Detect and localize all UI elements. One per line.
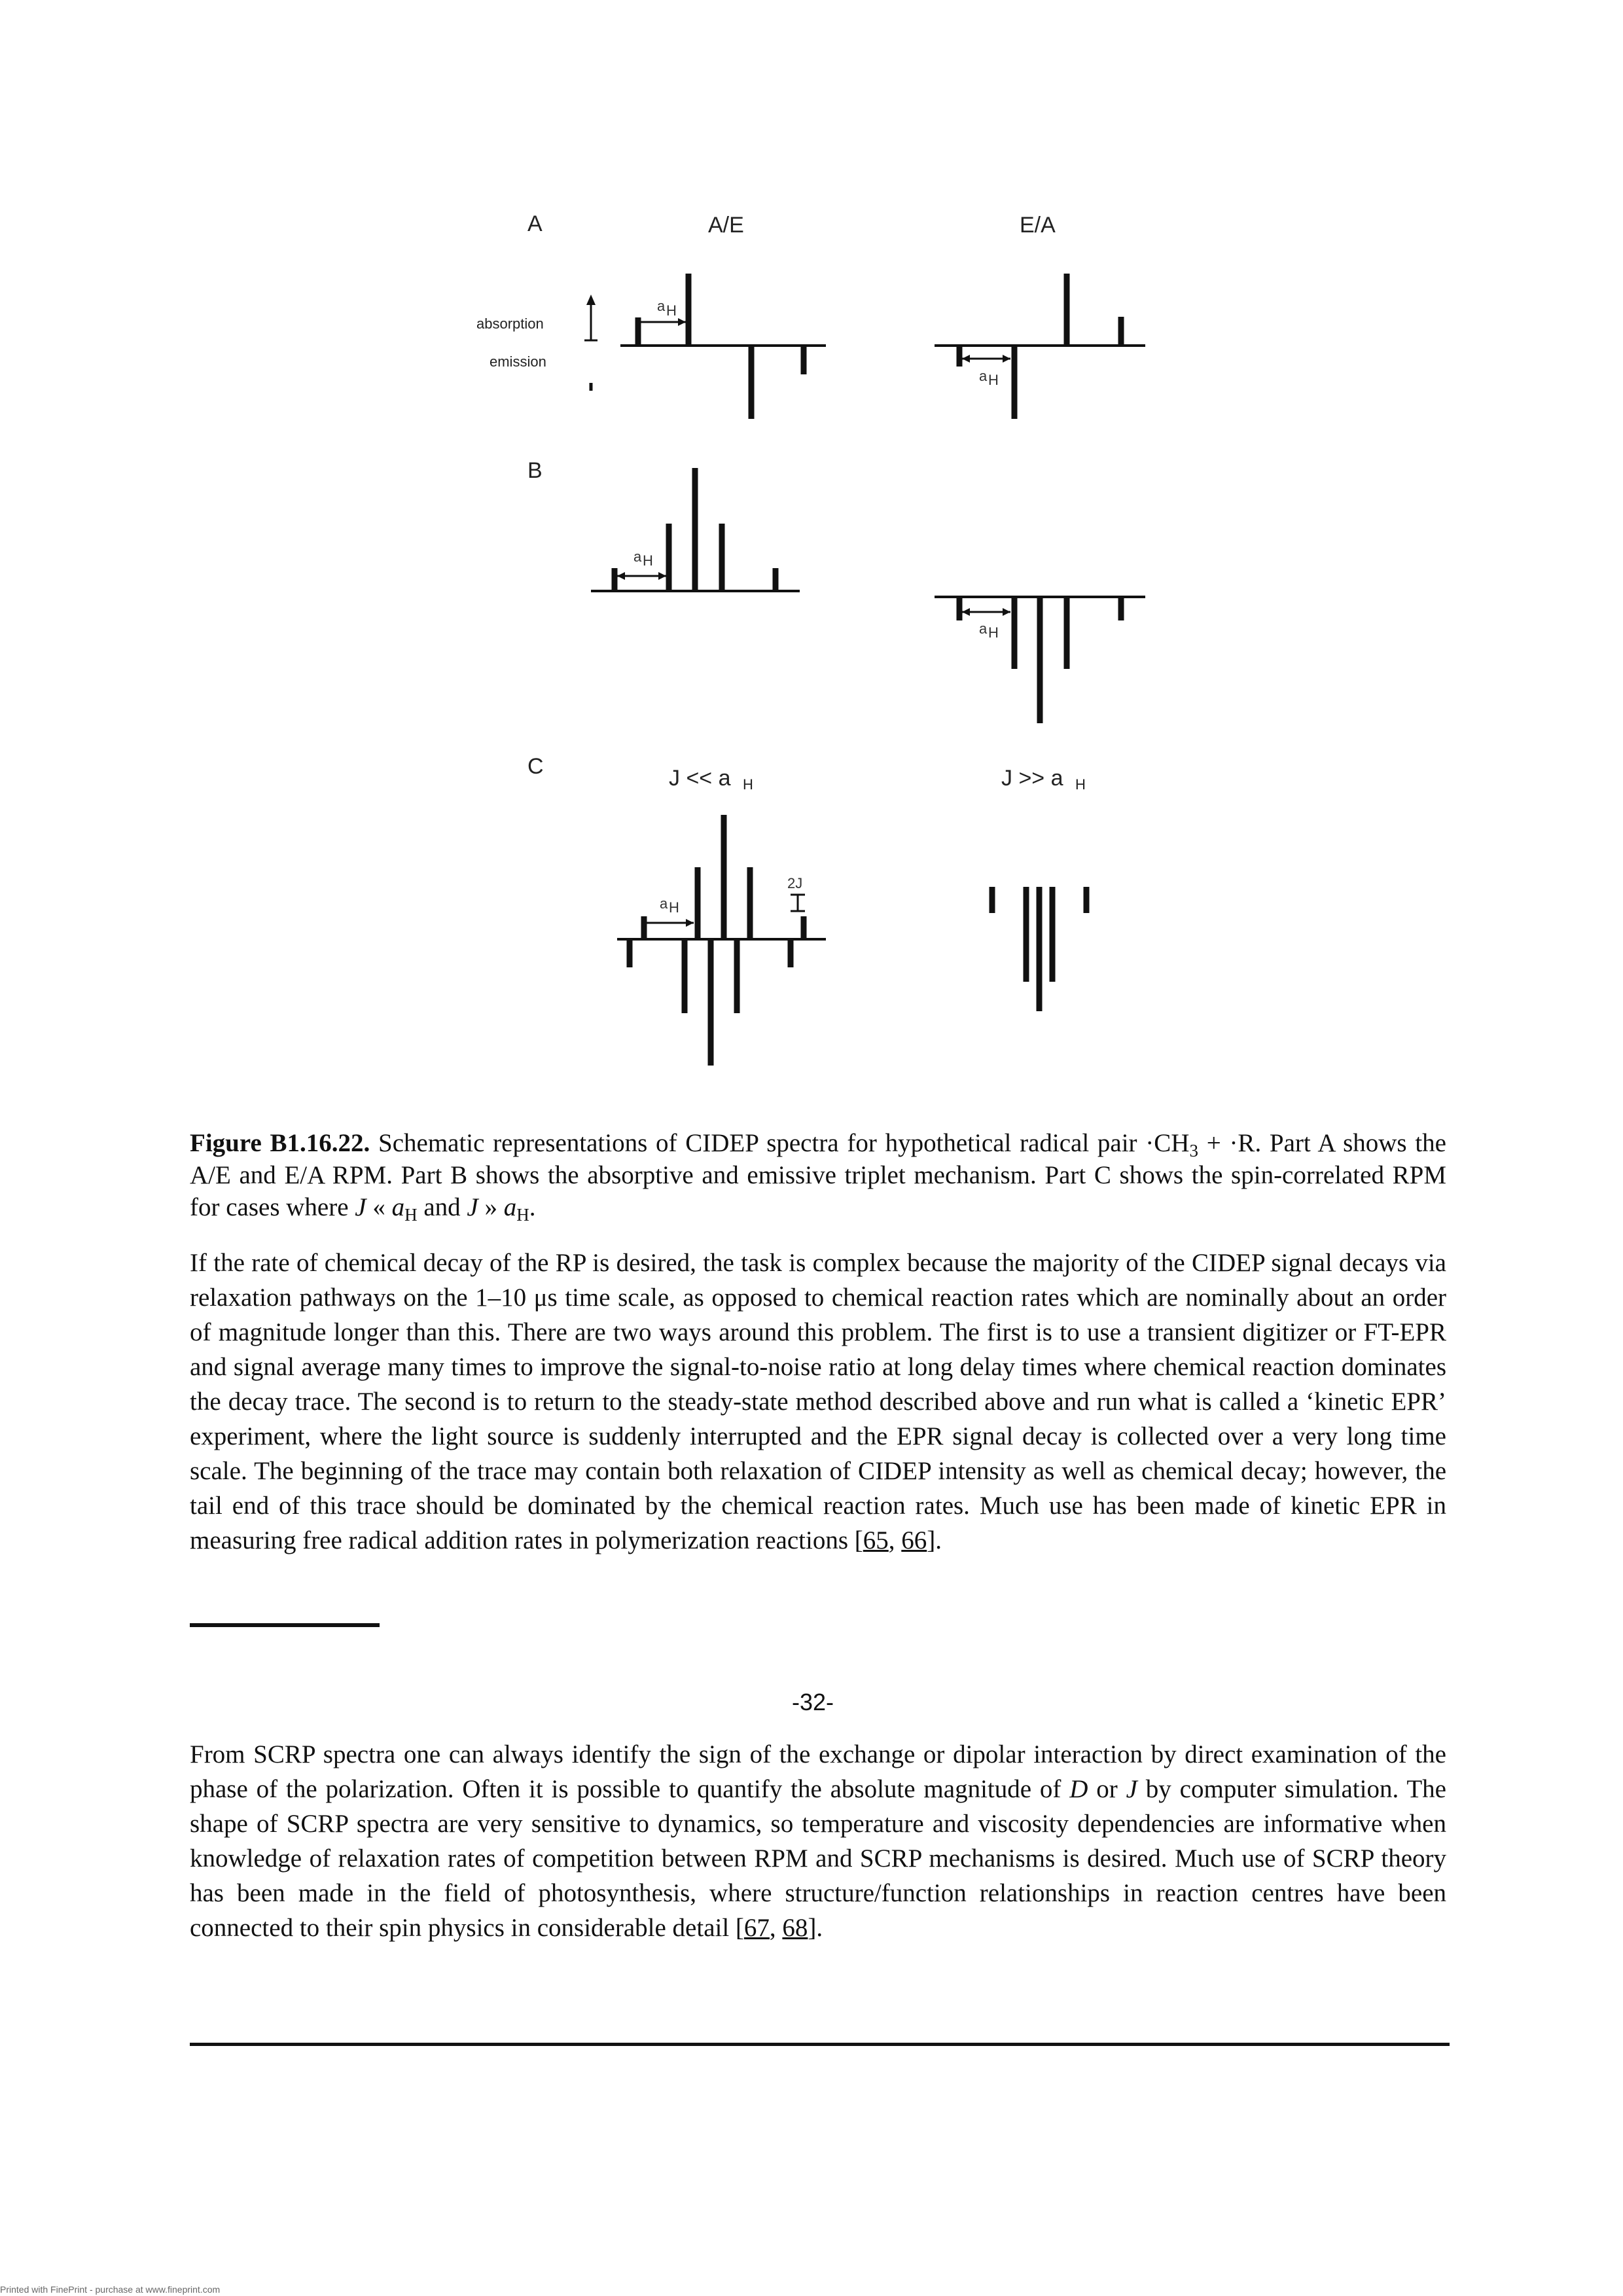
svg-text:a: a	[979, 620, 988, 637]
svg-text:H: H	[988, 372, 999, 388]
caption-label: Figure B1.16.22.	[190, 1129, 370, 1157]
cidep-figure: A A/E E/A absorption emission a H	[476, 211, 1145, 1066]
svg-text:H: H	[988, 624, 999, 641]
absorption-label: absorption	[476, 315, 544, 332]
two-j-marker: 2J	[787, 875, 805, 912]
absorption-emission-arrow	[584, 295, 597, 391]
svg-text:H: H	[669, 899, 679, 916]
ah-spacing-marker: a H	[647, 895, 694, 927]
part-a-label: A	[527, 211, 543, 236]
emission-label: emission	[490, 353, 546, 370]
ae-header: A/E	[708, 213, 744, 238]
svg-text:H: H	[1075, 776, 1086, 793]
svg-text:H: H	[666, 302, 677, 319]
spectrum-a-ae: a H	[620, 274, 826, 419]
spectrum-c-j-large	[989, 887, 1090, 1011]
reference-link-65[interactable]: 65	[863, 1526, 889, 1554]
svg-text:H: H	[743, 776, 753, 793]
svg-text:H: H	[643, 552, 653, 569]
spectrum-c-j-small: a H 2J	[617, 815, 826, 1066]
svg-text:a: a	[657, 298, 666, 314]
figure-caption: Figure B1.16.22. Schematic representatio…	[190, 1129, 1446, 1225]
part-c-label: C	[527, 754, 544, 779]
body-paragraph-scrp: From SCRP spectra one can always identif…	[190, 1740, 1446, 1942]
print-footer-note: Printed with FinePrint - purchase at www…	[0, 2284, 221, 2295]
ah-spacing-marker: a H	[962, 355, 1010, 388]
svg-text:a: a	[633, 548, 642, 565]
reference-link-66[interactable]: 66	[901, 1526, 927, 1554]
body-paragraph-kinetic-epr: If the rate of chemical decay of the RP …	[190, 1249, 1446, 1554]
part-b-label: B	[527, 458, 543, 483]
c-left-header: J << a H	[669, 766, 753, 793]
svg-text:a: a	[660, 895, 668, 912]
svg-text:2J: 2J	[787, 875, 802, 891]
reference-link-67[interactable]: 67	[743, 1914, 770, 1942]
svg-text:J << a: J << a	[669, 766, 731, 791]
spectrum-a-ea: a H	[935, 274, 1145, 419]
reference-link-68[interactable]: 68	[782, 1914, 808, 1942]
c-right-header: J >> a H	[1001, 766, 1086, 793]
ea-header: E/A	[1020, 213, 1056, 238]
ah-spacing-marker: a H	[962, 608, 1010, 641]
ah-spacing-marker: a H	[640, 298, 686, 326]
footnote-separator	[190, 1623, 380, 1627]
ah-spacing-marker: a H	[617, 548, 666, 580]
spectrum-b-emissive: a H	[935, 596, 1145, 723]
svg-text:J >> a: J >> a	[1001, 766, 1063, 791]
svg-text:a: a	[979, 368, 988, 384]
page-number: -32-	[792, 1689, 834, 1715]
spectrum-b-absorptive: a H	[591, 468, 800, 592]
page-bottom-rule	[190, 2043, 1450, 2046]
